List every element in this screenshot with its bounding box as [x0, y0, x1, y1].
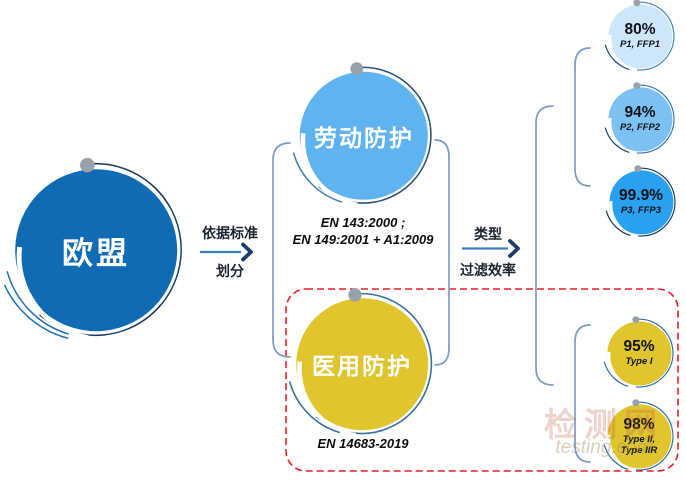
- grade-value: 94%: [624, 104, 656, 122]
- swoosh-arc: [608, 87, 677, 156]
- grade-types: Type I: [625, 356, 653, 368]
- orbit-dot-icon: [348, 288, 362, 302]
- grade-value: 99.9%: [619, 187, 663, 205]
- outer-arc: [2, 155, 186, 339]
- step1-label-bottom: 划分: [216, 263, 244, 279]
- labor-standards-text: EN 143:2000 ; EN 149:2001 + A1:2009: [292, 215, 434, 248]
- node-grade-ffp2: 94% P2, FFP2: [602, 81, 677, 156]
- grade-ffp3-text: 99.9% P3, FFP3: [619, 187, 663, 216]
- node-fill: [296, 298, 429, 431]
- orbit-dot-icon: [631, 398, 640, 406]
- node-labor-protection: 劳动防护: [290, 61, 436, 209]
- grade-value: 95%: [623, 338, 655, 356]
- bracket-labor-grades: [574, 47, 591, 187]
- swoosh-arc: [608, 4, 677, 73]
- swoosh-arc: [609, 170, 678, 239]
- orbit-dot-icon: [79, 157, 95, 173]
- bracket-right-of-branches: [434, 139, 450, 366]
- medical-label: 医用防护: [312, 353, 412, 379]
- outer-arc: [603, 164, 677, 238]
- node-fill: [608, 4, 673, 69]
- node-fill: [609, 170, 674, 235]
- orbit-dot-icon: [350, 62, 364, 76]
- outer-arc-2: [0, 146, 191, 342]
- node-grade-type1: 95% Type I: [601, 315, 676, 390]
- node-fill: [608, 87, 673, 152]
- outer-arc: [602, 0, 676, 72]
- orbit-dot-icon: [632, 0, 641, 6]
- node-labor-decoration: [290, 61, 436, 209]
- grade-ffp2-text: 94% P2, FFP2: [620, 104, 660, 133]
- outer-arc: [601, 398, 675, 472]
- labor-label: 劳动防护: [314, 125, 414, 151]
- node-medical-protection: 医用防护: [285, 286, 437, 439]
- grade-types: P1, FFP1: [619, 39, 661, 51]
- grade-ffp2-decoration: [602, 81, 677, 156]
- grade-value: 98%: [623, 415, 655, 433]
- swoosh-arc: [16, 170, 187, 341]
- grade-type2-text: 98% Type II, Type IIR: [621, 416, 658, 457]
- bracket-medical-grades: [574, 324, 591, 463]
- arrow-2-head-icon: [508, 239, 520, 258]
- medical-highlight-dashed-box: [285, 288, 679, 472]
- step2-label-top: 类型: [474, 226, 502, 242]
- node-eu: 欧盟: [0, 146, 191, 342]
- node-eu-decoration: [0, 146, 191, 342]
- node-fill: [607, 321, 672, 386]
- grade-types: P2, FFP2: [619, 122, 661, 134]
- grade-type1-text: 95% Type I: [623, 338, 654, 367]
- orbit-dot-icon: [632, 81, 641, 89]
- outer-arc: [602, 81, 676, 155]
- node-grade-type2: 98% Type II, Type IIR: [601, 398, 676, 473]
- swoosh-arc: [607, 404, 676, 473]
- grade-ffp3-decoration: [603, 164, 678, 239]
- eu-label: 欧盟: [62, 235, 130, 271]
- swoosh-arc: [607, 321, 676, 390]
- outer-arc: [285, 286, 436, 437]
- outer-arc: [601, 315, 675, 389]
- grade-type2-decoration: [601, 398, 676, 473]
- orbit-dot-icon: [633, 164, 642, 172]
- bracket-left-of-branches: [272, 142, 291, 358]
- grade-types: Type II, Type IIR: [620, 433, 658, 457]
- node-fill: [15, 169, 178, 332]
- node-medical-decoration: [285, 286, 437, 439]
- grade-type1-decoration: [601, 315, 676, 390]
- node-fill: [607, 404, 672, 469]
- node-grade-ffp3: 99.9% P3, FFP3: [603, 164, 678, 239]
- step1-label-top: 依据标准: [202, 225, 258, 241]
- grade-ffp1-text: 80% P1, FFP1: [620, 21, 660, 50]
- grade-ffp1-decoration: [602, 0, 677, 73]
- grade-types: P3, FFP3: [620, 205, 662, 217]
- grade-value: 80%: [624, 21, 656, 39]
- arrow-1-head-icon: [241, 242, 253, 262]
- orbit-dot-icon: [631, 315, 640, 323]
- bracket-outcomes-main: [535, 105, 554, 386]
- node-grade-ffp1: 80% P1, FFP1: [602, 0, 677, 73]
- medical-standards-text: EN 14683-2019: [317, 436, 409, 451]
- node-fill: [300, 72, 428, 200]
- step2-label-bottom: 过滤效率: [460, 262, 516, 278]
